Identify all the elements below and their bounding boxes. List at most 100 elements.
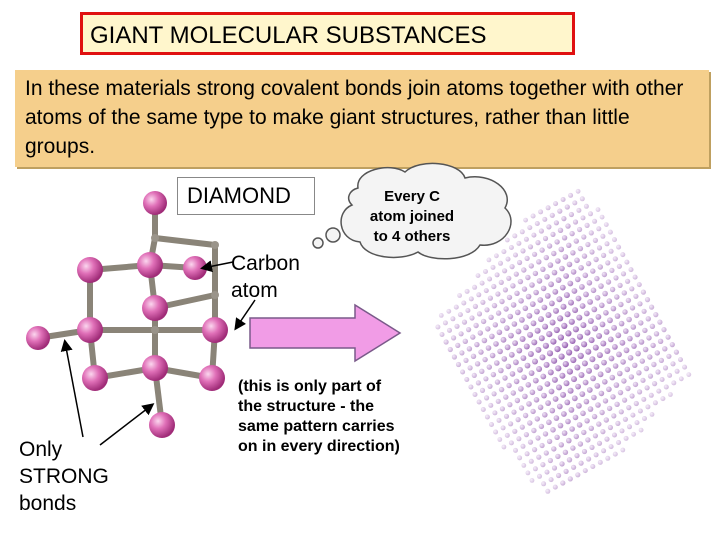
lattice-atom [545, 312, 552, 318]
lattice-atom [508, 351, 515, 358]
lattice-atom [508, 332, 514, 339]
lattice-atom [483, 269, 488, 274]
lattice-atom [502, 287, 508, 293]
lattice-atom [474, 341, 480, 348]
lattice-atom [634, 331, 641, 338]
lattice-atom [508, 245, 514, 250]
lattice-atom [494, 272, 500, 278]
lattice-atom [466, 327, 472, 333]
lattice-atom [537, 385, 543, 391]
lattice-atom [483, 288, 489, 294]
lattice-atom [587, 299, 593, 305]
lattice-atom [637, 389, 643, 395]
lattice-atom [530, 320, 537, 327]
lattice-atom [608, 248, 614, 254]
lattice-atom [504, 432, 510, 438]
lattice-atom [575, 383, 581, 390]
lattice-atom [569, 426, 575, 432]
lattice-atom [515, 309, 521, 316]
lattice-atom [545, 488, 551, 494]
lattice-atom [463, 357, 469, 363]
lattice-atom [571, 376, 577, 383]
lattice-atom [538, 209, 544, 215]
lattice-atom [658, 357, 665, 363]
lattice-atom [475, 380, 481, 386]
lattice-atom [513, 378, 520, 385]
lattice-atom [627, 355, 634, 361]
lattice-atom [618, 320, 625, 327]
lattice-atom [513, 359, 519, 366]
lattice-atom [489, 422, 494, 427]
lattice-atom [528, 263, 534, 269]
lattice-atom [584, 329, 591, 336]
lattice-atom [488, 402, 494, 408]
lattice-atom [513, 271, 519, 277]
lattice-atom [561, 216, 567, 222]
lattice-atom [506, 294, 513, 301]
lattice-atom [517, 278, 524, 285]
lattice-atom [510, 283, 516, 289]
lattice-atom [592, 344, 599, 351]
carbon-atom [142, 295, 168, 321]
lattice-atom [570, 269, 577, 275]
lattice-atom [577, 245, 584, 252]
lattice-atom [498, 367, 504, 374]
lattice-atom [506, 382, 512, 389]
lattice-atom [660, 396, 666, 402]
lattice-atom [460, 369, 466, 375]
lattice-atom [587, 406, 594, 412]
lattice-atom [532, 466, 538, 472]
lattice-atom [499, 406, 505, 412]
lattice-atom [584, 222, 590, 228]
lattice-atom [666, 353, 672, 359]
lattice-atom [603, 417, 609, 423]
lattice-atom [464, 288, 470, 294]
lattice-atom [561, 322, 568, 329]
lattice-atom [594, 383, 601, 389]
lattice-atom [553, 220, 560, 226]
lattice-atom [534, 327, 541, 334]
lattice-atom [503, 394, 509, 400]
lattice-atom [597, 371, 604, 378]
lattice-atom [581, 234, 587, 240]
lattice-atom [484, 395, 490, 401]
lattice-atom [524, 255, 530, 261]
lattice-atom [492, 410, 498, 416]
lattice-atom [619, 339, 626, 346]
lattice-atom [455, 361, 462, 368]
carbon-atom [202, 317, 228, 343]
lattice-atom [581, 341, 588, 348]
lattice-atom [612, 432, 617, 438]
lattice-atom [593, 363, 600, 370]
lattice-atom [615, 420, 621, 426]
lattice-atom [651, 361, 657, 368]
lattice-atom [542, 342, 550, 349]
lattice-atom [549, 212, 555, 218]
lattice-atom [469, 315, 475, 321]
lattice-atom [466, 346, 473, 352]
lattice-atom [505, 256, 511, 262]
lattice-atom [455, 342, 461, 348]
lattice-atom [495, 291, 501, 297]
lattice-atom [511, 321, 518, 327]
lattice-atom [591, 306, 598, 313]
lattice-atom [609, 374, 616, 381]
lattice-atom [515, 328, 522, 335]
lattice-atom [537, 297, 544, 303]
lattice-atom [546, 243, 553, 249]
lattice-atom [558, 353, 565, 360]
lattice-atom [594, 275, 600, 282]
lattice-atom [529, 478, 535, 483]
lattice-atom [620, 271, 627, 277]
lattice-atom [643, 365, 650, 372]
lattice-atom [653, 312, 659, 318]
lattice-atom [439, 332, 445, 337]
lattice-atom [581, 429, 587, 436]
lattice-atom [538, 335, 545, 342]
lattice-atom [598, 283, 604, 289]
lattice-atom [592, 325, 598, 332]
lattice-atom [504, 237, 510, 243]
lattice-atom [612, 237, 617, 243]
lattice-atom [638, 320, 644, 326]
note-line: (this is only part of [238, 378, 382, 395]
